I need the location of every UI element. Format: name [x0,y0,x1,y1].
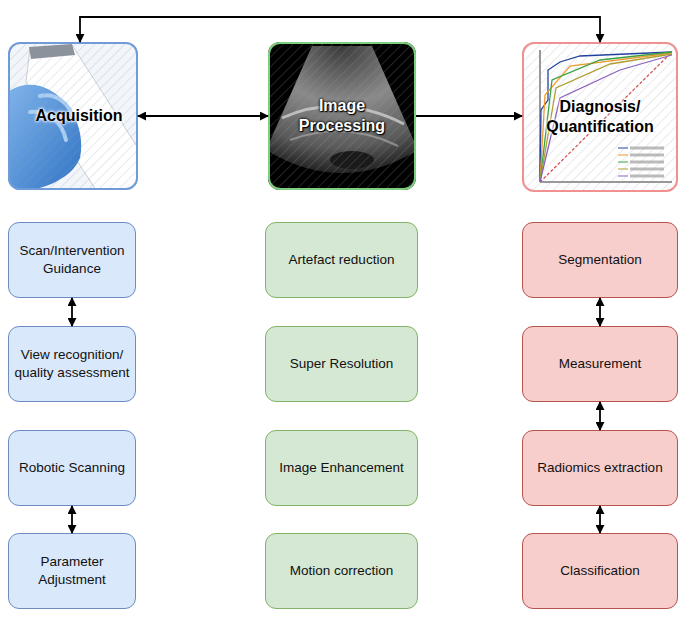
task-label: Image Enhancement [276,459,407,477]
illustration-rect [522,42,678,192]
task-box: Parameter Adjustment [8,533,136,609]
task-box: Image Enhancement [265,430,418,506]
task-box: Scan/Intervention Guidance [8,222,136,298]
illustration-rect [8,42,138,190]
task-label: Radiomics extraction [534,459,665,477]
illustration-rect [8,42,138,190]
task-box: Radiomics extraction [522,430,678,506]
connector-arrow [71,298,73,326]
connector-arrow [80,17,600,42]
task-box: Measurement [522,326,678,402]
stage-box: Image Processing [268,42,416,190]
connector-arrow [599,402,601,430]
stage-box: Acquisition [8,42,138,190]
task-box: Super Resolution [265,326,418,402]
task-box: Classification [522,533,678,609]
task-label: Measurement [556,355,645,373]
task-label: Segmentation [555,251,644,269]
connector-arrow [416,115,522,117]
task-box: Motion correction [265,533,418,609]
task-label: Super Resolution [287,355,397,373]
stage-title: Image Processing [292,96,392,136]
illustration-rect [268,42,416,190]
task-label: Artefact reduction [286,251,398,269]
stage-box: Diagnosis/ Quantification [522,42,678,192]
task-label: Scan/Intervention Guidance [9,242,135,278]
task-label: View recognition/ quality assessment [9,346,135,382]
illustration-rect [268,42,416,190]
task-box: Artefact reduction [265,222,418,298]
connector-arrow [138,115,268,117]
connector-arrow [71,506,73,533]
task-box: Segmentation [522,222,678,298]
stage-title: Acquisition [35,106,122,126]
ultrasound-illustration [268,42,416,190]
task-label: Parameter Adjustment [9,553,135,589]
roc-chart-illustration [522,42,678,192]
task-box: View recognition/ quality assessment [8,326,136,402]
stage-title: Diagnosis/ Quantification [524,97,676,137]
connector-arrow [599,506,601,533]
illustration-rect [522,42,678,192]
task-box: Robotic Scanning [8,430,136,506]
probe-illustration [8,42,138,190]
task-label: Motion correction [287,562,397,580]
task-label: Classification [557,562,643,580]
task-label: Robotic Scanning [16,459,128,477]
connector-arrow [599,298,601,326]
